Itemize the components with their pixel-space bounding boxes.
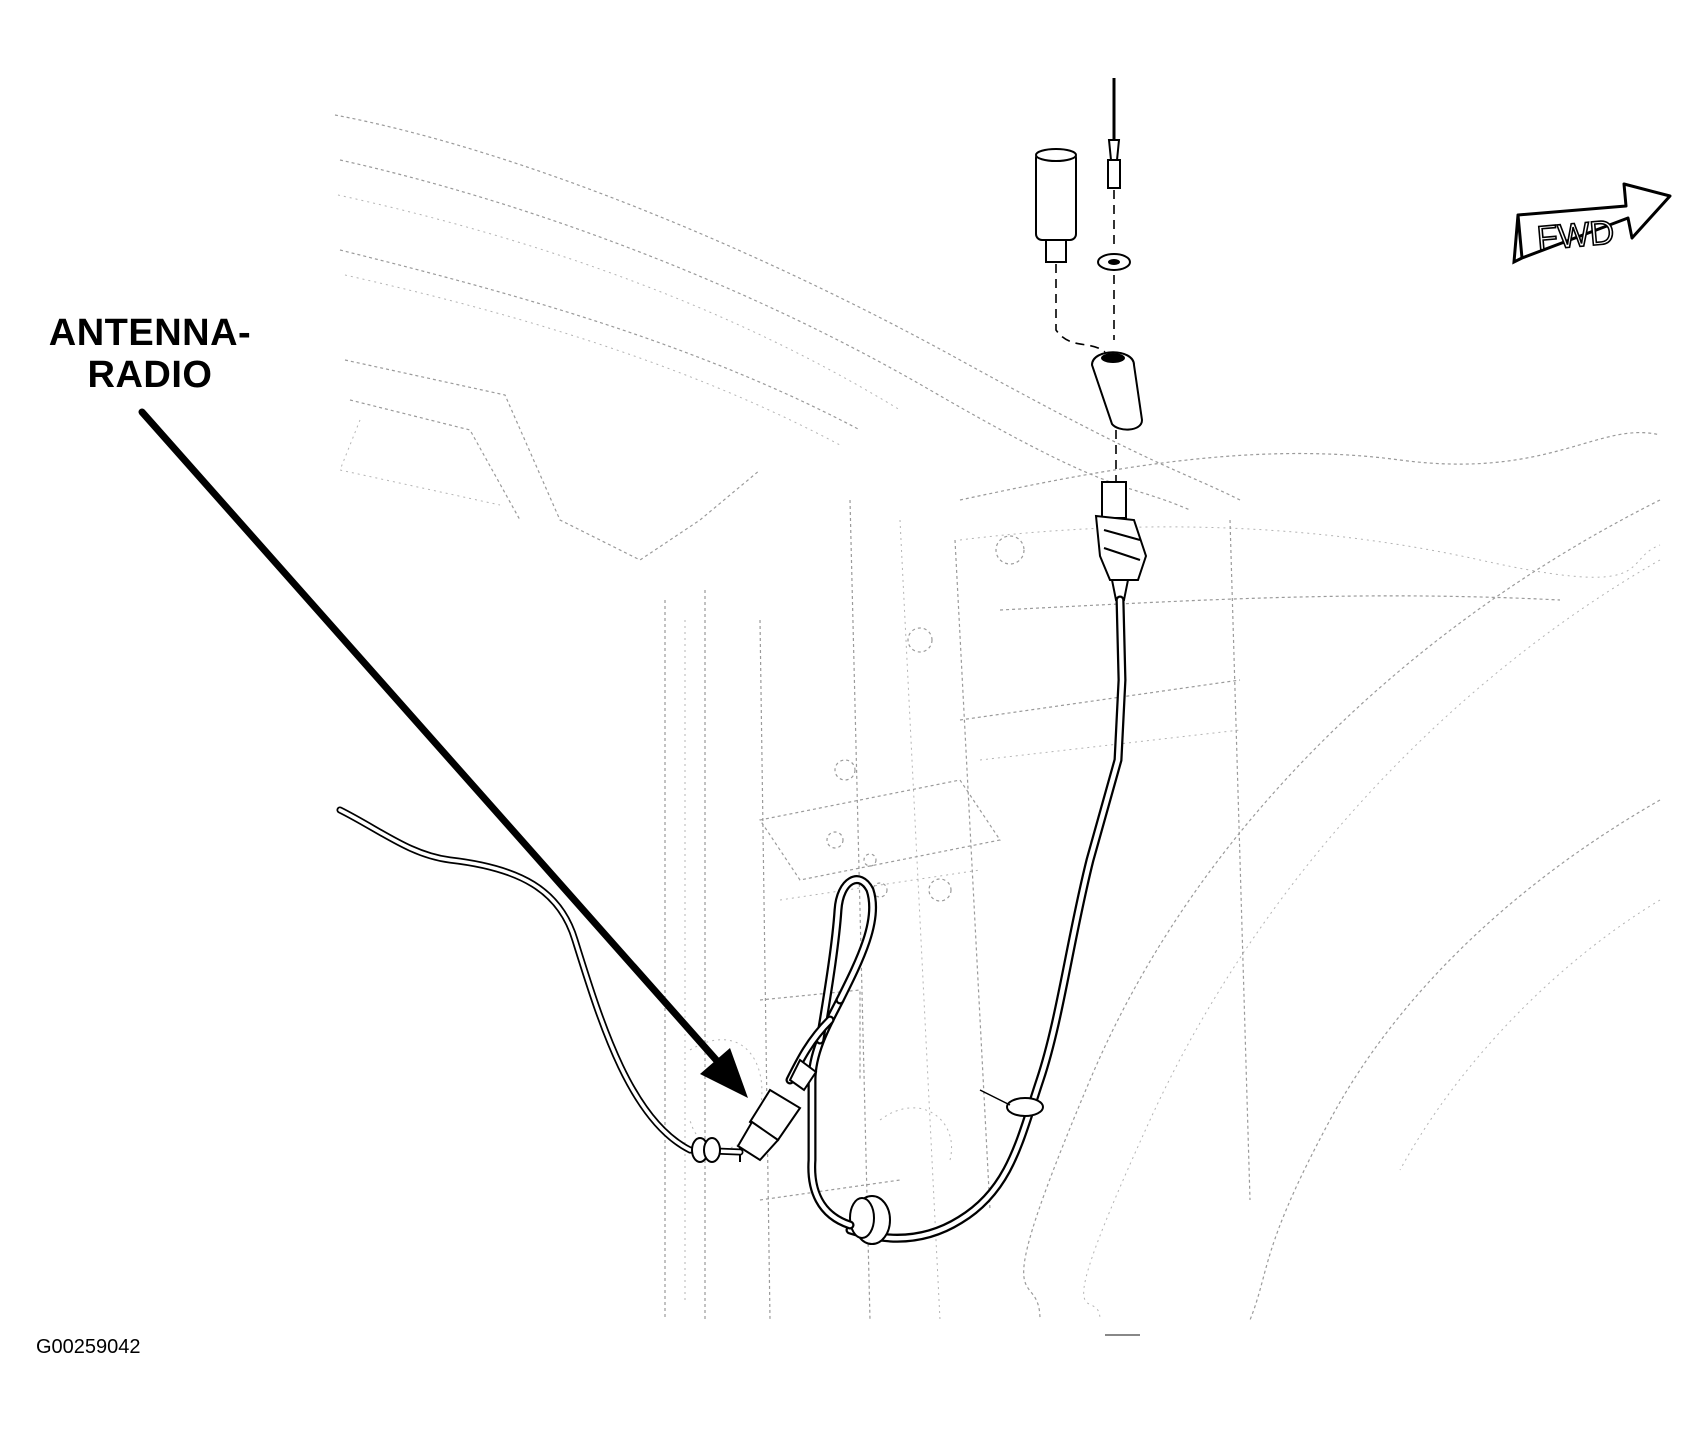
callout-label: ANTENNA- RADIO [30, 312, 270, 396]
figure-id: G00259042 [36, 1336, 141, 1358]
extension-cable [336, 806, 744, 1163]
antenna-cable [785, 595, 1127, 1245]
antenna-connector [736, 1058, 818, 1162]
leader-arrow-icon [138, 408, 748, 1098]
callout-label-line1: ANTENNA- [48, 312, 252, 354]
vehicle-body-outline [334, 114, 1661, 1321]
antenna-mast-assembly [1035, 78, 1148, 601]
forward-arrow-icon: FWD [1512, 182, 1672, 265]
direction-label: FWD [1535, 213, 1615, 258]
callout-label-line2: RADIO [87, 354, 213, 396]
